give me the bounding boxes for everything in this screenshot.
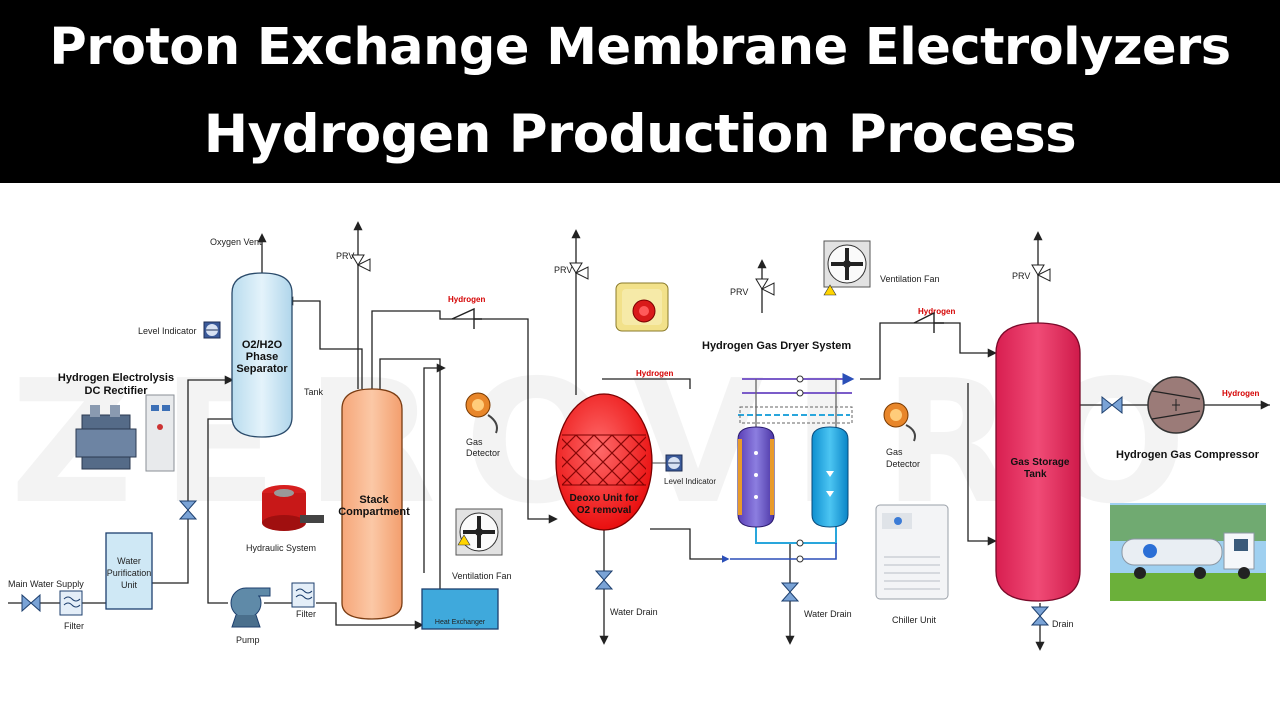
inlet-valve-icon <box>21 593 41 613</box>
check-valve-2-icon <box>913 311 944 333</box>
compressor-label: Hydrogen Gas Compressor <box>1116 449 1260 461</box>
dryer-column-2 <box>811 426 849 528</box>
water-drain-1-valve-icon <box>594 570 614 590</box>
gas-detector-1-icon <box>465 392 498 434</box>
page-title: Proton Exchange Membrane Electrolyzers <box>49 18 1231 77</box>
hydrogen-label-1: Hydrogen <box>448 295 485 304</box>
ventilation-fan-2-label: Ventilation Fan <box>880 274 940 284</box>
prv-4-label: PRV <box>1012 271 1030 281</box>
pump-label: Pump <box>236 635 260 645</box>
stack-compartment: Stack Compartment <box>338 388 410 620</box>
process-diagram: ZEROVIRO <box>8 221 1270 651</box>
hydrogen-label-2: Hydrogen <box>636 369 673 378</box>
title-banner: Proton Exchange Membrane Electrolyzers H… <box>0 0 1280 183</box>
chiller-unit-label: Chiller Unit <box>892 615 937 625</box>
purification-label-1: Water <box>117 556 141 566</box>
hydrogen-label-3: Hydrogen <box>918 307 955 316</box>
deoxo-unit: Deoxo Unit for O2 removal <box>555 393 653 531</box>
prv-3-icon <box>755 278 775 296</box>
heat-exchanger: Heat Exchanger <box>421 588 499 630</box>
tank-label: Tank <box>304 387 324 397</box>
dryer-system-title: Hydrogen Gas Dryer System <box>702 340 851 352</box>
gas-detector-2-label-2: Detector <box>886 459 920 469</box>
page-subtitle: Hydrogen Production Process <box>203 104 1077 165</box>
water-drain-2-label: Water Drain <box>804 609 852 619</box>
gas-detector-1-label-1: Gas <box>466 437 483 447</box>
main-water-supply-label: Main Water Supply <box>8 579 84 589</box>
dryer-column-1 <box>737 426 775 528</box>
separator-label-1: O2/H2O <box>242 339 283 351</box>
stack-label-2: Compartment <box>338 506 410 518</box>
oxygen-vent-label: Oxygen Vent <box>210 237 262 247</box>
prv-2-icon <box>569 262 589 280</box>
rectifier-label-1: Hydrogen Electrolysis <box>58 372 174 384</box>
ventilation-fan-1-label: Ventilation Fan <box>452 571 512 581</box>
filter-icon <box>59 590 83 616</box>
level-indicator-icon <box>203 321 221 339</box>
purification-label-2: Purification <box>107 568 152 578</box>
drain-valve-icon <box>1030 606 1050 626</box>
prv-2-label: PRV <box>554 265 572 275</box>
ventilation-fan-1-icon <box>455 508 503 556</box>
phase-separator: O2/H2O Phase Separator <box>231 272 293 438</box>
separator-label-3: Separator <box>236 363 288 375</box>
deoxo-label-1: Deoxo Unit for <box>570 493 639 504</box>
separator-label-2: Phase <box>246 351 278 363</box>
gas-storage-label-2: Tank <box>1024 469 1047 480</box>
water-drain-1-label: Water Drain <box>610 607 658 617</box>
water-drain-2-valve-icon <box>780 582 800 602</box>
hydraulic-system-label: Hydraulic System <box>246 543 316 553</box>
dc-rectifier-icon <box>75 394 175 472</box>
pump-icon <box>230 587 271 628</box>
rectifier-label-2: DC Rectifier <box>85 385 149 397</box>
chiller-unit-icon <box>875 504 949 600</box>
level-indicator-label-1: Level Indicator <box>138 326 197 336</box>
ventilation-fan-2-icon <box>823 240 871 296</box>
check-valve-1-icon <box>451 307 482 329</box>
purification-label-3: Unit <box>121 580 138 590</box>
compressor-valve-icon <box>1101 395 1123 415</box>
gas-storage-tank: Gas Storage Tank <box>995 322 1081 602</box>
prv-1-icon <box>351 254 371 272</box>
prv-1-label: PRV <box>336 251 354 261</box>
gas-detector-1-label-2: Detector <box>466 448 500 458</box>
filter-2-icon <box>291 582 315 608</box>
feed-valve-icon <box>178 500 198 520</box>
drain-label: Drain <box>1052 619 1074 629</box>
filter-label-2: Filter <box>296 609 316 619</box>
prv-3-label: PRV <box>730 287 748 297</box>
compressor-icon <box>1147 376 1205 434</box>
prv-4-icon <box>1031 264 1051 282</box>
stack-label-1: Stack <box>359 494 389 506</box>
water-purification-unit: Water Purification Unit <box>105 532 153 610</box>
level-indicator-2-icon <box>665 454 683 472</box>
gas-detector-2-icon <box>883 402 916 442</box>
emergency-stop-icon <box>615 282 669 332</box>
heat-exchanger-label: Heat Exchanger <box>435 619 486 626</box>
hydraulic-jack-icon <box>262 485 324 531</box>
hydrogen-label-4: Hydrogen <box>1222 389 1259 398</box>
hydrogen-truck-image <box>1110 503 1266 601</box>
gas-storage-label-1: Gas Storage <box>1011 457 1070 468</box>
dryer-piping <box>730 373 855 563</box>
filter-label-1: Filter <box>64 621 84 631</box>
level-indicator-label-2: Level Indicator <box>664 477 716 486</box>
gas-detector-2-label-1: Gas <box>886 447 903 457</box>
deoxo-label-2: O2 removal <box>577 505 632 516</box>
